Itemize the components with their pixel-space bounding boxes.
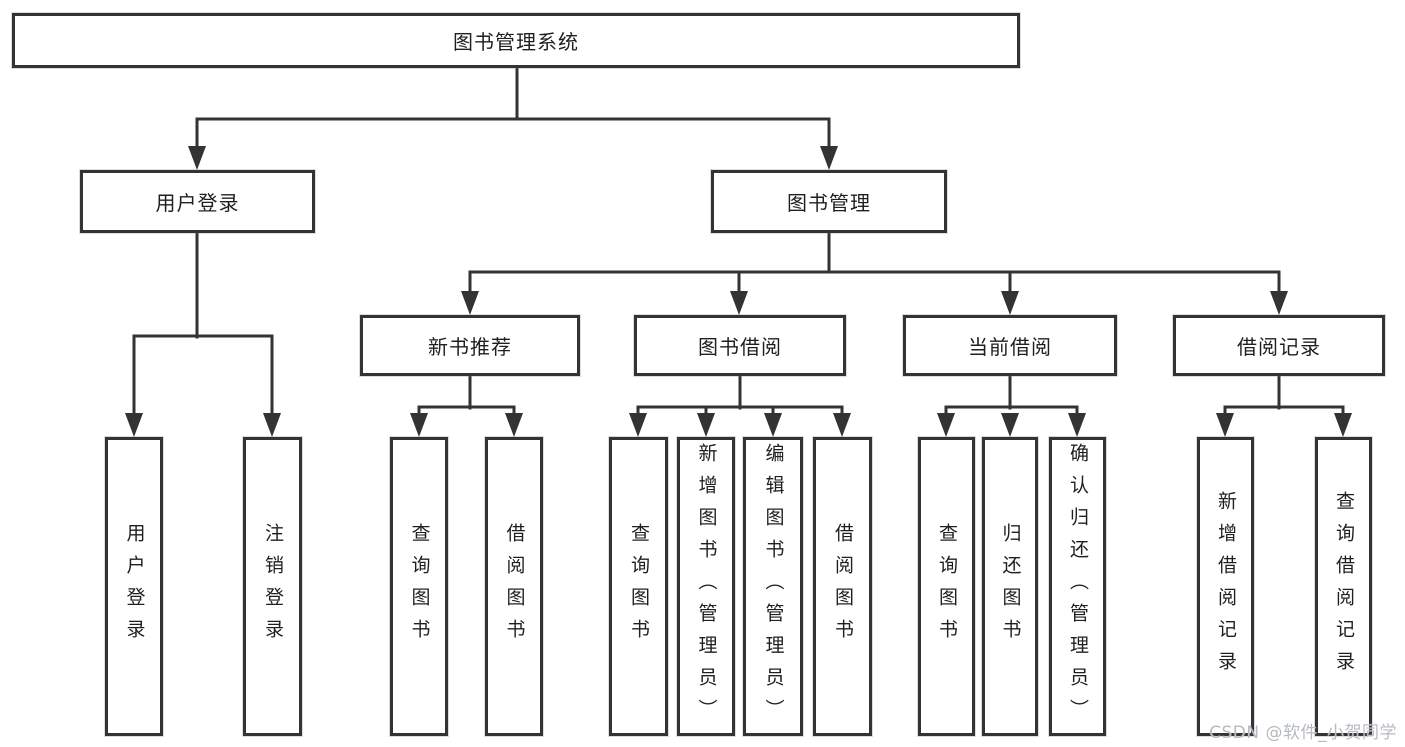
node-leaf-borrow-book-2: 借阅图书 bbox=[813, 437, 872, 736]
node-new-book-recommend: 新书推荐 bbox=[360, 315, 580, 376]
node-book-borrow: 图书借阅 bbox=[634, 315, 846, 376]
arrow-down-icon bbox=[730, 291, 748, 315]
node-root: 图书管理系统 bbox=[12, 13, 1020, 68]
node-leaf-edit-book: 编辑图书（管理员） bbox=[743, 437, 803, 736]
node-book-mgmt-group: 图书管理 bbox=[711, 170, 947, 233]
node-leaf-add-book: 新增图书（管理员） bbox=[677, 437, 735, 736]
arrow-down-icon bbox=[1270, 291, 1288, 315]
arrow-down-icon bbox=[461, 291, 479, 315]
arrow-down-icon bbox=[629, 413, 647, 437]
arrow-down-icon bbox=[1216, 413, 1234, 437]
node-leaf-query-book-3: 查询图书 bbox=[918, 437, 975, 736]
node-leaf-add-borrow-record: 新增借阅记录 bbox=[1197, 437, 1254, 736]
node-leaf-query-book-2: 查询图书 bbox=[609, 437, 668, 736]
arrow-down-icon bbox=[410, 413, 428, 437]
node-user-login-group: 用户登录 bbox=[80, 170, 315, 233]
node-borrow-records: 借阅记录 bbox=[1173, 315, 1385, 376]
node-leaf-confirm-return: 确认归还（管理员） bbox=[1049, 437, 1106, 736]
arrow-down-icon bbox=[505, 413, 523, 437]
node-leaf-query-borrow-record: 查询借阅记录 bbox=[1315, 437, 1372, 736]
node-leaf-query-book-1: 查询图书 bbox=[390, 437, 448, 736]
node-leaf-borrow-book-1: 借阅图书 bbox=[485, 437, 543, 736]
node-current-borrow: 当前借阅 bbox=[903, 315, 1117, 376]
arrow-down-icon bbox=[1001, 413, 1019, 437]
arrow-down-icon bbox=[833, 413, 851, 437]
node-leaf-return-book: 归还图书 bbox=[982, 437, 1038, 736]
arrow-down-icon bbox=[188, 146, 206, 170]
arrow-down-icon bbox=[1068, 413, 1086, 437]
watermark: CSDN @软件_小贺同学 bbox=[1209, 723, 1397, 743]
arrow-down-icon bbox=[937, 413, 955, 437]
arrow-down-icon bbox=[697, 413, 715, 437]
arrow-down-icon bbox=[1334, 413, 1352, 437]
arrow-down-icon bbox=[764, 413, 782, 437]
node-leaf-user-login: 用户登录 bbox=[105, 437, 163, 736]
arrow-down-icon bbox=[1001, 291, 1019, 315]
arrow-down-icon bbox=[263, 413, 281, 437]
arrow-down-icon bbox=[125, 413, 143, 437]
node-leaf-logout: 注销登录 bbox=[243, 437, 302, 736]
arrow-down-icon bbox=[820, 146, 838, 170]
